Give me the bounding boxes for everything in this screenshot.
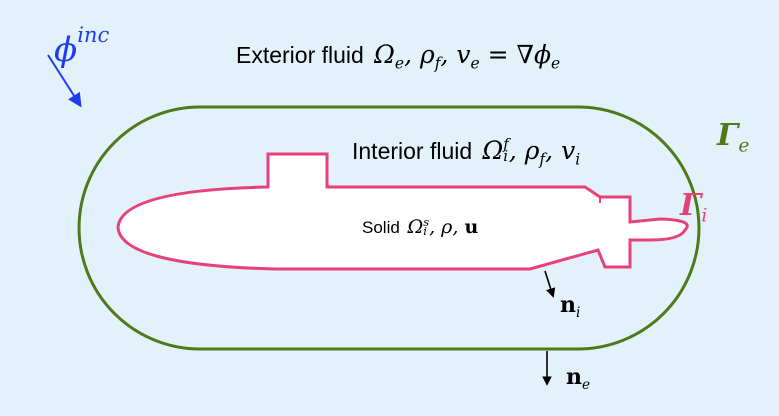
interior-rho-sub: f [539,150,546,169]
interior-v-sub: i [575,150,581,169]
interior-boundary [116,152,689,271]
gamma-i-symbol: Γ [680,188,702,223]
normal-e-label: ne [566,364,590,393]
normal-e-sub: e [582,376,591,393]
solid-omega-sup: s [423,214,430,229]
normal-i-symbol: n [560,292,576,318]
solid-omega-sub: i [423,223,427,238]
interior-omega-sup: f [503,135,509,154]
exterior-text: Exterior fluid [236,42,364,68]
gamma-i-label: Γi [680,188,707,227]
incident-sup: inc [77,22,110,47]
exterior-v: v [456,40,471,69]
gamma-e-symbol: Γ [717,118,739,153]
normal-e-symbol: n [566,364,582,390]
solid-rho: ρ [441,216,453,238]
gamma-e-label: Γe [717,118,749,157]
exterior-eq: = ∇ [487,40,534,69]
interior-omega-sub: i [503,147,509,166]
exterior-boundary [77,105,701,351]
exterior-v-sub: e [470,54,480,73]
exterior-phi-sub: e [551,54,561,73]
exterior-omega-sub: e [394,54,405,73]
exterior-omega: Ω [374,40,395,69]
incident-symbol: ϕ [54,29,78,70]
solid-omega: Ω [407,216,424,238]
interior-omega: Ω [482,136,504,165]
gamma-i-sub: i [701,205,708,227]
exterior-rho: ρ [420,40,435,69]
gamma-e-sub: e [738,135,750,157]
solid-text: Solid [362,218,400,237]
normal-i-sub: i [576,304,581,321]
interior-rho: ρ [524,136,540,165]
interior-text: Interior fluid [352,138,473,164]
exterior-rho-sub: f [434,54,441,73]
solid-u: u [464,216,479,238]
interior-v: v [561,136,576,165]
exterior-phi: ϕ [533,40,552,69]
incident-arrow [47,54,82,108]
incident-wave-label: ϕinc [54,22,109,70]
normal-i-arrow [544,270,556,298]
normal-i-label: ni [560,292,580,321]
